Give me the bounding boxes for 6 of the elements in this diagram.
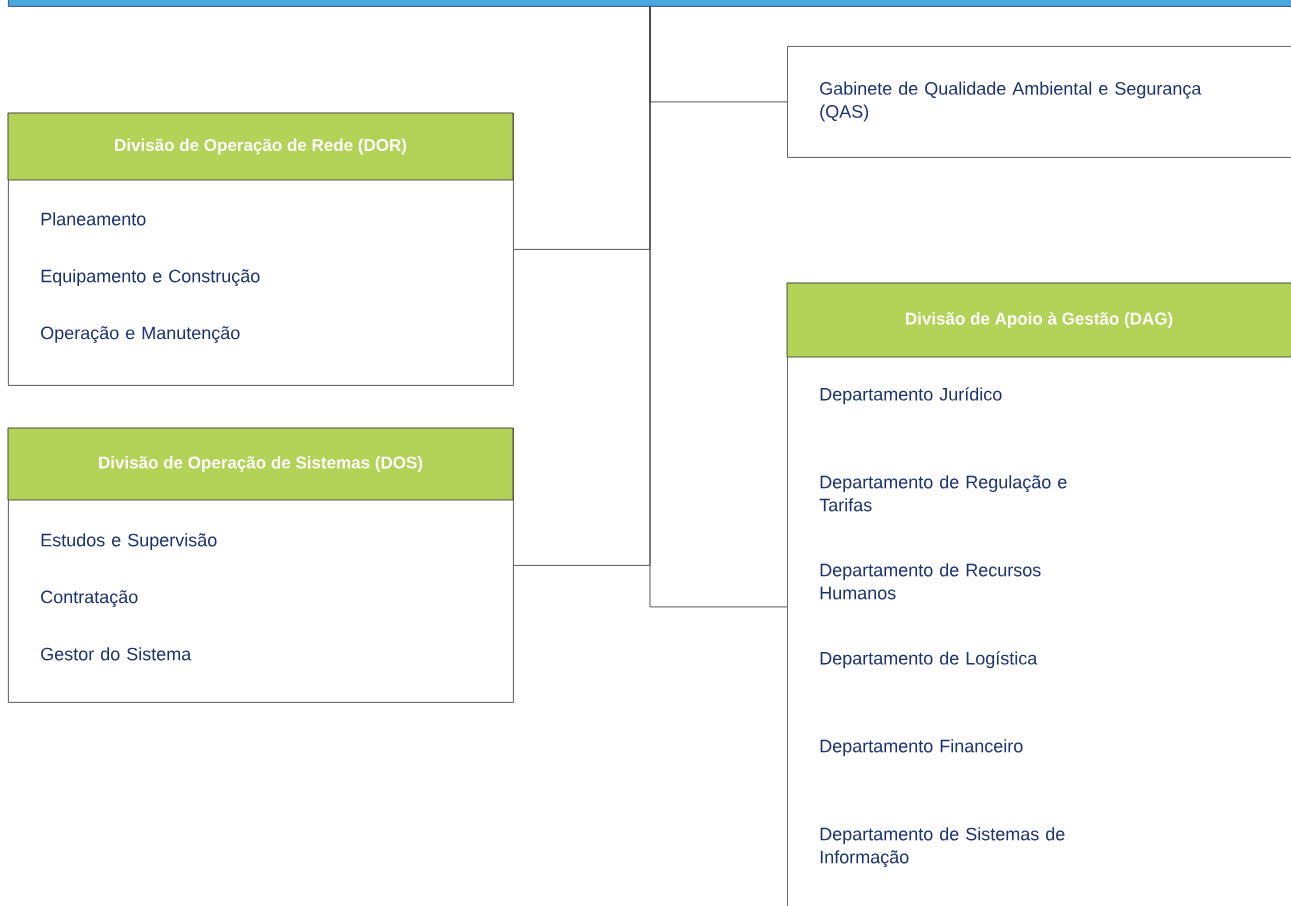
connector-line [513,6,651,566]
division-box: Divisão de Operação de Sistemas (DOS) Estudos e Supervisão Contratação Gestor do Sistema [7,427,514,703]
division-box: Divisão de Apoio à Gestão (DAG) Departamento Jurídico Departamento de Regulação e Tarifas Departamento de Recursos Humanos Departamento de Logística Departamento Financeiro Departamento de Sistemas de Informação [786,282,1291,906]
office-box: Gabinete de Qualidade Ambiental e Segurança (QAS) [787,46,1291,158]
top-bar [8,0,1291,7]
division-box: Divisão de Operação de Rede (DOR) Planeamento Equipamento e Construção Operação e Manutenção [7,112,514,386]
